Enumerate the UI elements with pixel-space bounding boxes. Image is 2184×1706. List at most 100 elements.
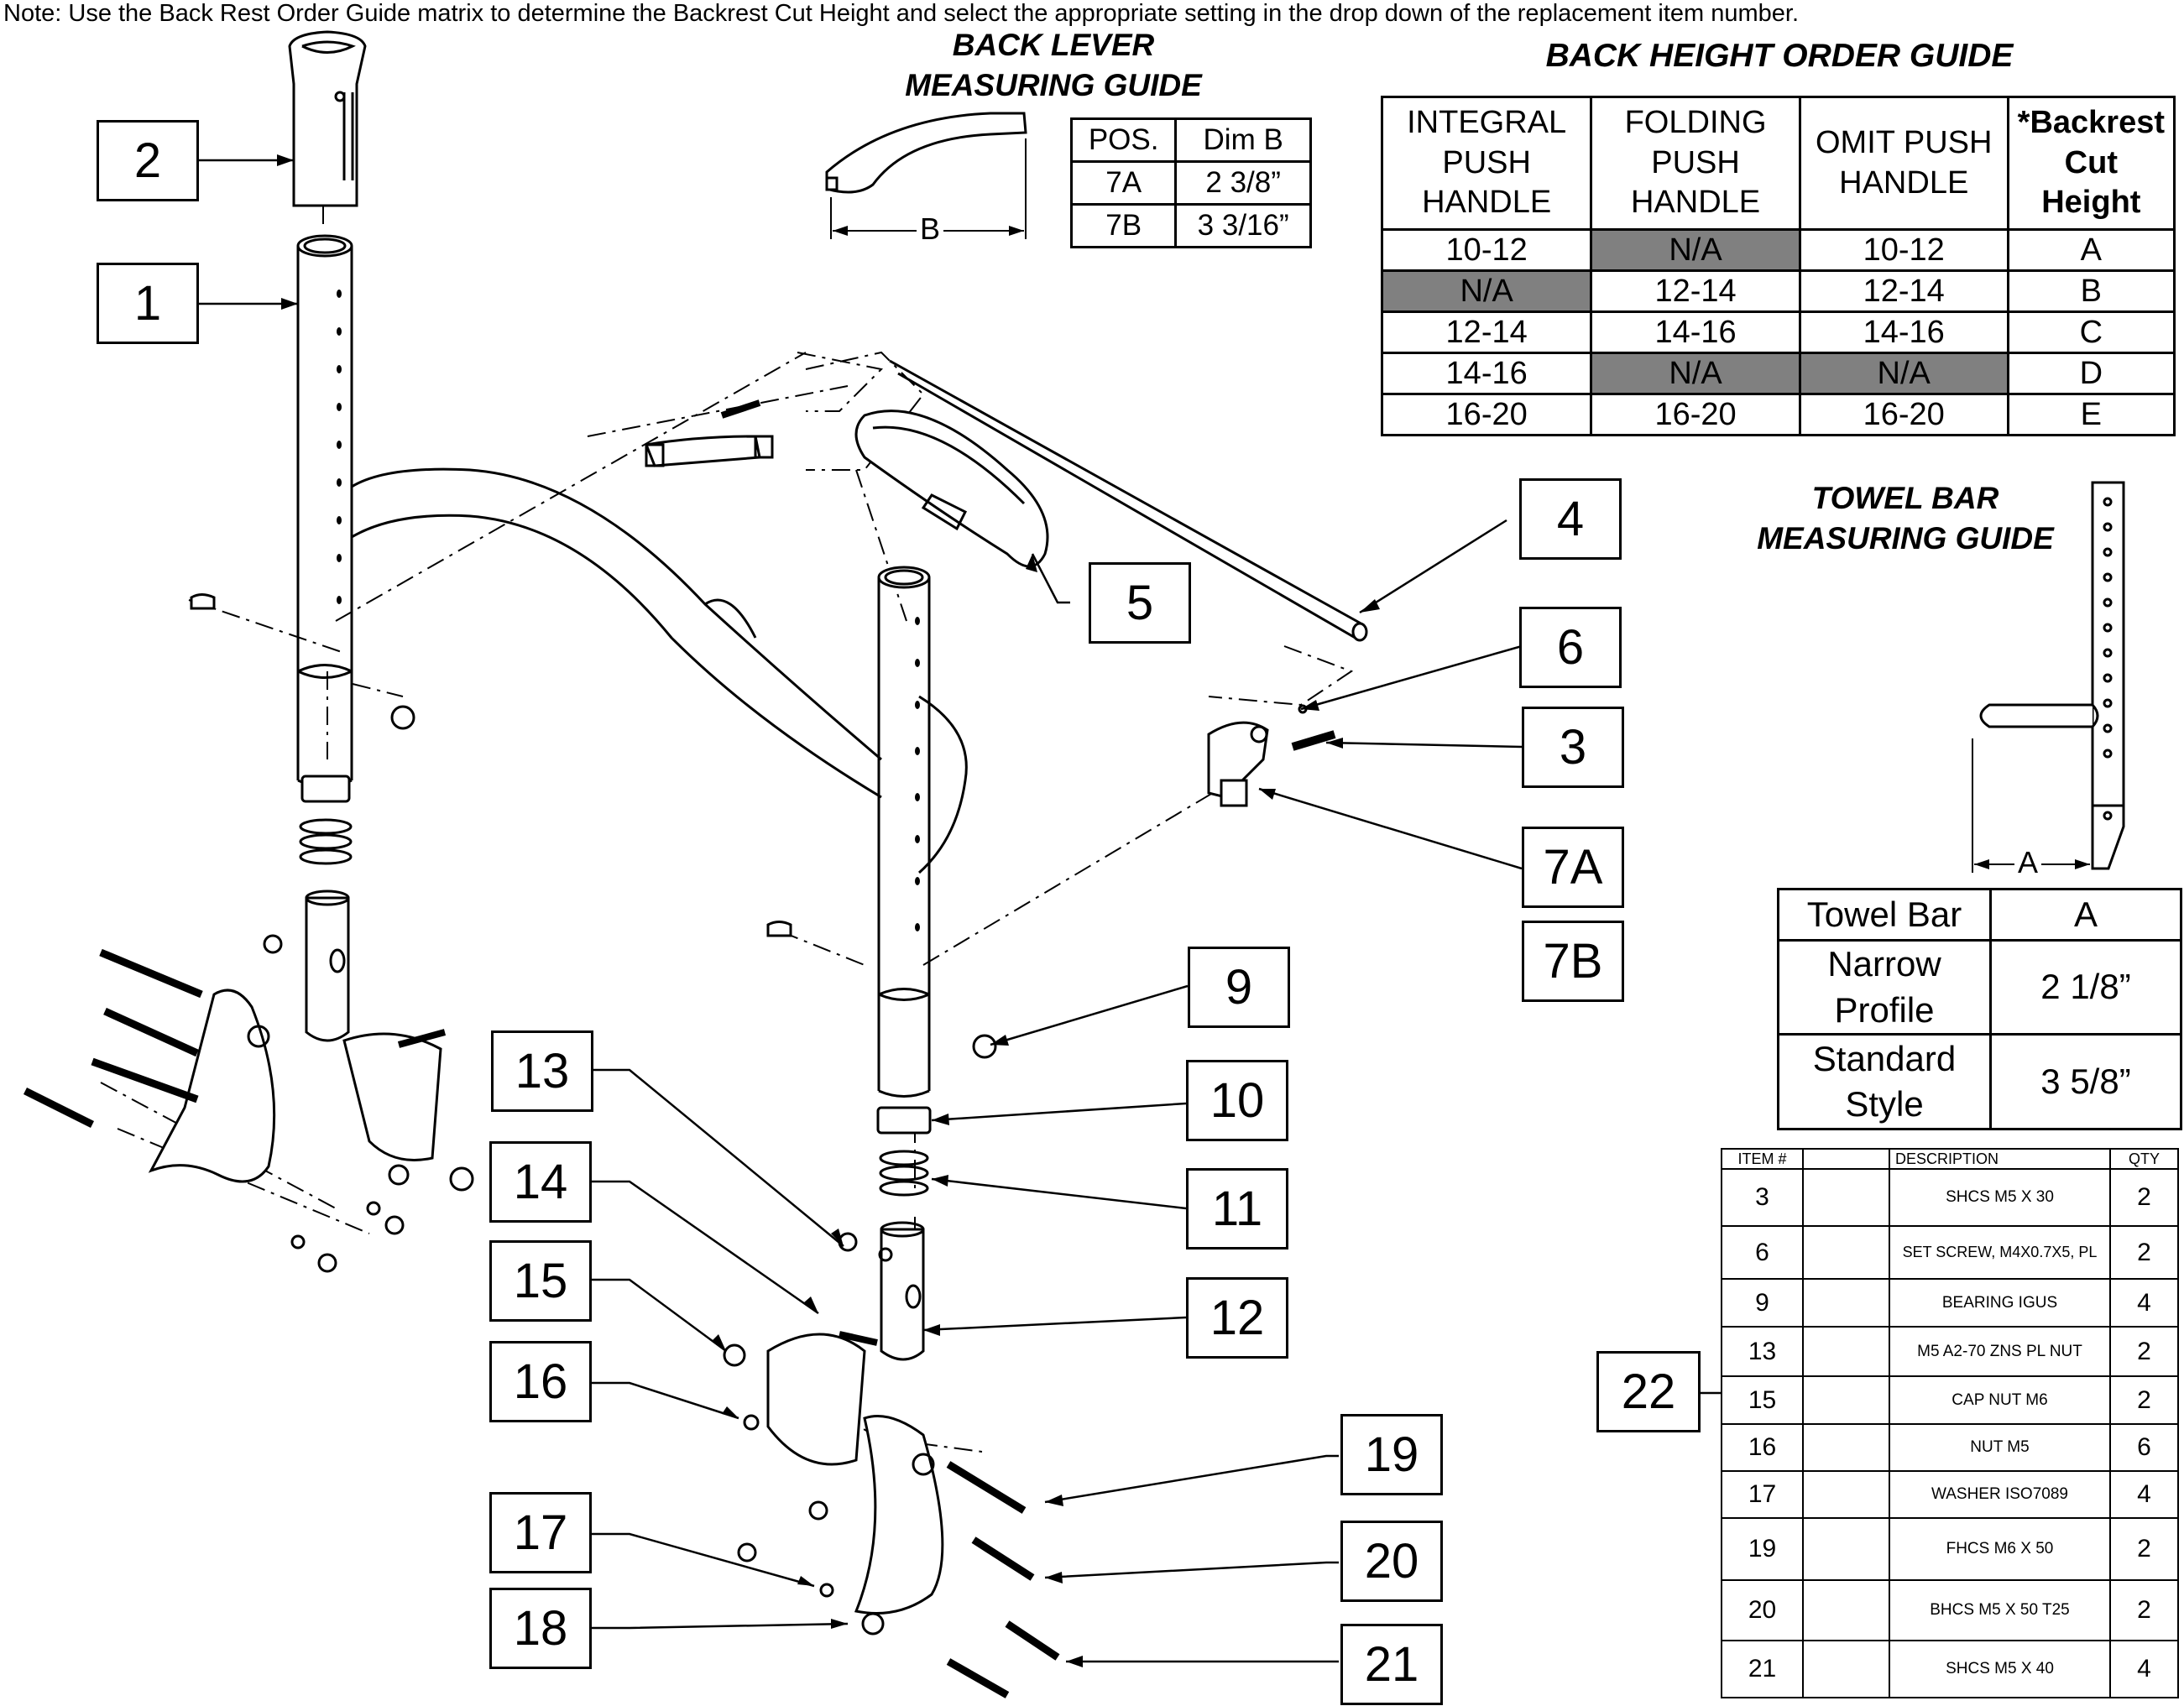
callout-19: 19 — [1340, 1414, 1443, 1495]
towel-style: Standard Style — [1777, 1033, 1992, 1131]
part-desc: BHCS M5 X 50 T25 — [1889, 1579, 2111, 1641]
part-item: 9 — [1721, 1278, 1804, 1328]
back-cane-frame-part — [351, 467, 968, 874]
integral-cell: N/A — [1380, 269, 1593, 313]
top-clamp-part — [644, 399, 774, 467]
right-lower-parts — [766, 921, 997, 1361]
towel-style-line2: Profile — [1834, 989, 1935, 1030]
part-qty: 2 — [2109, 1579, 2179, 1641]
lever-header-pos: POS. — [1069, 117, 1178, 163]
callout-18: 18 — [489, 1588, 592, 1669]
callout-20: 20 — [1340, 1521, 1443, 1602]
back-lever-title-line2: MEASURING GUIDE — [905, 68, 1202, 103]
folding-cell: 16-20 — [1590, 393, 1801, 436]
table-row: 10-12 N/A 10-12 A — [1380, 228, 2176, 272]
callout-17: 17 — [489, 1492, 592, 1573]
part-item: 16 — [1721, 1423, 1804, 1472]
callout-14: 14 — [489, 1141, 592, 1223]
callout-7a: 7A — [1522, 827, 1624, 908]
cut-cell: E — [2006, 393, 2176, 436]
part-desc: CAP NUT M6 — [1889, 1375, 2111, 1425]
back-height-guide-title: BACK HEIGHT ORDER GUIDE — [1545, 38, 2014, 74]
omit-cell: 10-12 — [1798, 228, 2009, 272]
towel-header-style: Towel Bar — [1777, 888, 1992, 942]
integral-cell: 12-14 — [1380, 310, 1593, 354]
callout-10: 10 — [1186, 1060, 1288, 1141]
nut-icon — [1802, 1423, 1890, 1472]
callout-21: 21 — [1340, 1624, 1443, 1705]
callout-1: 1 — [97, 263, 199, 344]
part-qty: 6 — [2109, 1423, 2179, 1472]
integral-cell: 14-16 — [1380, 352, 1593, 395]
towel-bar-title-line2: MEASURING GUIDE — [1757, 521, 2054, 556]
part-qty: 2 — [2109, 1517, 2179, 1581]
part-item: 17 — [1721, 1470, 1804, 1519]
table-row: N/A 12-14 12-14 B — [1380, 269, 2176, 313]
part-item: 19 — [1721, 1517, 1804, 1581]
part-desc: SHCS M5 X 40 — [1889, 1640, 2111, 1698]
flat-head-screw-icon — [1802, 1517, 1890, 1581]
order-note: Note: Use the Back Rest Order Guide matr… — [3, 0, 1800, 27]
parts-header-desc: DESCRIPTION — [1889, 1148, 2111, 1170]
towel-style-line1: Narrow — [1827, 944, 1941, 983]
folding-cell: 12-14 — [1590, 269, 1801, 313]
part-item: 21 — [1721, 1640, 1804, 1698]
part-qty: 2 — [2109, 1168, 2179, 1227]
towel-value: 2 1/8” — [1989, 938, 2182, 1036]
table-row: 14-16 N/A N/A D — [1380, 352, 2176, 395]
part-item: 20 — [1721, 1579, 1804, 1641]
callout-11: 11 — [1186, 1168, 1288, 1250]
callout-12: 12 — [1186, 1277, 1288, 1359]
callout-15: 15 — [489, 1240, 592, 1322]
part-desc: FHCS M6 X 50 — [1889, 1517, 2111, 1581]
socket-head-screw-icon — [1802, 1168, 1890, 1227]
height-header-integral: INTEGRAL PUSH HANDLE — [1380, 96, 1593, 231]
cap-nut-icon — [1802, 1375, 1890, 1425]
callout-5: 5 — [1089, 562, 1191, 644]
back-lever-table: POS. Dim B 7A 2 3/8” 7B 3 3/16” — [1069, 117, 1312, 248]
cut-cell: D — [2006, 352, 2176, 395]
push-handle-clamp-part — [1207, 704, 1336, 807]
table-row: Standard Style 3 5/8” — [1777, 1033, 2182, 1131]
towel-bar-title-line1: TOWEL BAR — [1811, 481, 1999, 515]
callout-16: 16 — [489, 1341, 592, 1422]
cut-cell: A — [2006, 228, 2176, 272]
callout-6: 6 — [1519, 607, 1622, 688]
part-qty: 4 — [2109, 1278, 2179, 1328]
height-header-omit: OMIT PUSH HANDLE — [1798, 96, 2009, 231]
part-qty: 2 — [2109, 1375, 2179, 1425]
parts-header-item: ITEM # — [1721, 1148, 1804, 1170]
towel-bar-dim-label: A — [2014, 845, 2042, 880]
bearing-icon — [1802, 1278, 1890, 1328]
part-desc: BEARING IGUS — [1889, 1278, 2111, 1328]
towel-bar-sketch — [1972, 481, 2125, 873]
folding-cell: 14-16 — [1590, 310, 1801, 354]
part-item: 13 — [1721, 1326, 1804, 1377]
omit-cell: 16-20 — [1798, 393, 2009, 436]
integral-cell: 10-12 — [1380, 228, 1593, 272]
part-desc: M5 A2-70 ZNS PL NUT — [1889, 1326, 2111, 1377]
left-lower-parts — [190, 593, 415, 1042]
omit-cell: 12-14 — [1798, 269, 2009, 313]
push-handle-grip-part — [288, 30, 367, 207]
leader-lines — [199, 159, 1721, 1663]
towel-header-a: A — [1989, 888, 2182, 942]
part-desc: SHCS M5 X 30 — [1889, 1168, 2111, 1227]
callout-22: 22 — [1596, 1351, 1701, 1432]
parts-header-qty: QTY — [2109, 1148, 2179, 1170]
phantom-lines — [100, 206, 1354, 1469]
height-header-cut: *Backrest Cut Height — [2006, 96, 2176, 231]
cut-cell: B — [2006, 269, 2176, 313]
height-header-folding: FOLDING PUSH HANDLE — [1590, 96, 1801, 231]
omit-cell: 14-16 — [1798, 310, 2009, 354]
lever-dim: 2 3/8” — [1174, 160, 1312, 206]
towel-bar-rod-part — [889, 359, 1368, 642]
lever-dim: 3 3/16” — [1174, 203, 1312, 248]
